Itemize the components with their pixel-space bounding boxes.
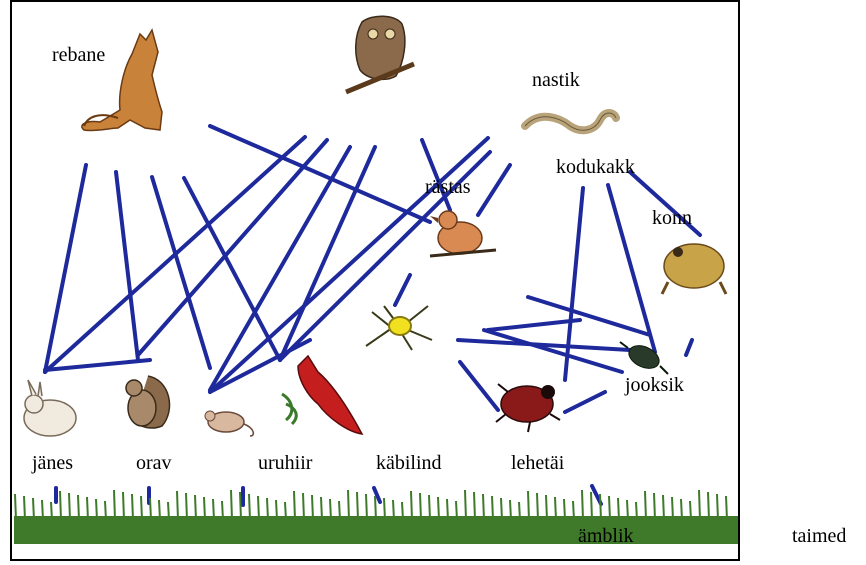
link [565, 188, 583, 380]
spider-icon [366, 306, 432, 350]
link [116, 172, 138, 360]
label-rebane: rebane [52, 45, 105, 65]
label-jooksik: jooksik [625, 375, 684, 395]
label-taimed: taimed [792, 526, 846, 546]
label-konn: konn [652, 208, 692, 228]
link [478, 165, 510, 215]
link [45, 360, 150, 370]
link [152, 177, 210, 368]
cardinal-icon [282, 356, 362, 434]
link [395, 275, 410, 305]
label-janes: jänes [32, 453, 73, 473]
link [686, 340, 692, 355]
mouse-icon [205, 411, 253, 436]
beetle-icon [620, 341, 668, 374]
toad-icon [662, 244, 726, 294]
link [488, 320, 580, 330]
label-kabilind: käbilind [376, 453, 442, 473]
rabbit-icon [24, 380, 76, 436]
ladybug-icon [496, 384, 560, 432]
label-kodukakk: kodukakk [556, 157, 635, 177]
label-uruhiir: uruhiir [258, 453, 312, 473]
thrush-icon [430, 211, 496, 256]
squirrel-icon [126, 376, 170, 428]
link [565, 392, 605, 412]
label-ambliik: ämblik [578, 526, 634, 546]
link [460, 362, 498, 410]
snake-icon [525, 113, 616, 130]
link [528, 297, 650, 335]
feeding-links [45, 126, 700, 505]
label-nastik: nastik [532, 70, 580, 90]
link [484, 330, 622, 372]
label-lehetai: lehetäi [511, 453, 564, 473]
owl-icon [346, 16, 414, 92]
link [210, 126, 430, 222]
label-orav: orav [136, 453, 172, 473]
link [608, 185, 655, 352]
label-rastas: rästas [425, 177, 471, 197]
